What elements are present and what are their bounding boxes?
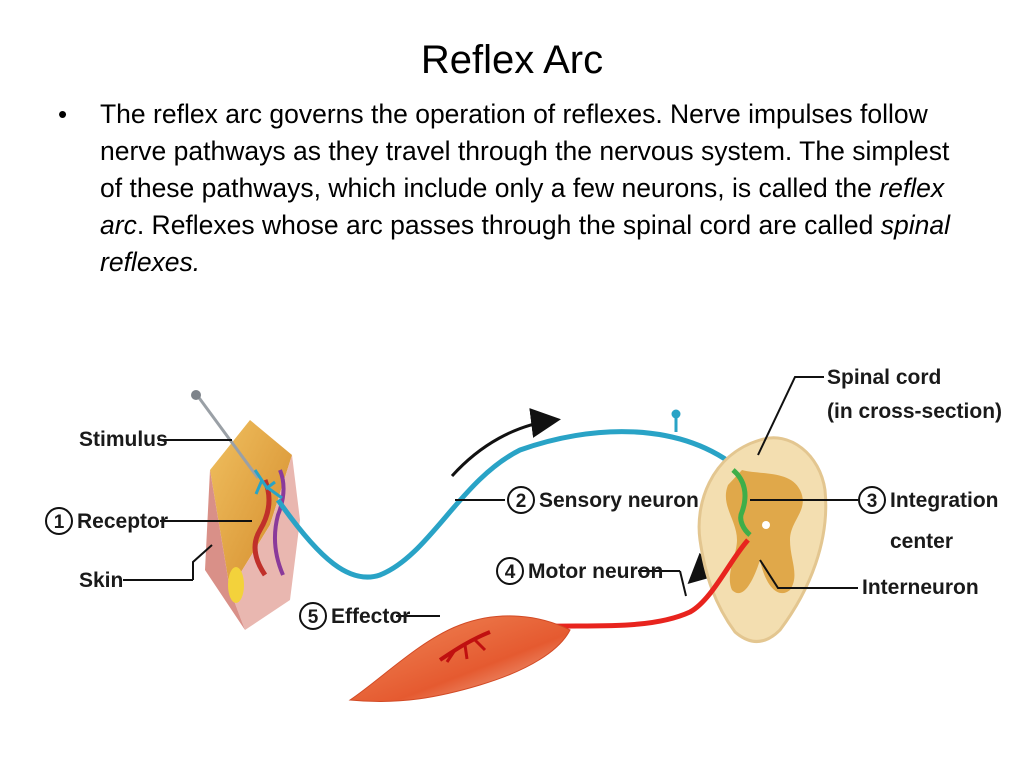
badge-number-effector: 5 [308, 607, 319, 628]
bullet-marker: • [58, 99, 68, 129]
muscle-belly [348, 615, 571, 702]
label-effector: Effector [331, 605, 410, 628]
label-receptor: Receptor [77, 510, 168, 533]
spinal-cord-cross-section [697, 436, 828, 643]
pin-stimulus [191, 390, 260, 479]
interneuron-path [731, 468, 752, 537]
badge-sensory-neuron [507, 486, 535, 514]
label-integration: Integration [890, 489, 999, 512]
badge-number-sensory-neuron: 2 [516, 491, 527, 512]
label-motor-neuron: Motor neuron [528, 560, 663, 583]
motor-nerve-branches [445, 638, 487, 663]
reflex-arc-diagram: Stimulus 1 Receptor Skin 2 Sensory neuro… [45, 366, 1002, 702]
term-spinal-reflexes: spinal reflexes. [100, 210, 950, 277]
badge-number-motor-neuron: 4 [505, 562, 516, 583]
effector-muscle [348, 615, 571, 702]
badge-effector [299, 602, 327, 630]
pin-head [191, 390, 201, 400]
central-canal [762, 521, 770, 529]
bullet-text: The reflex arc governs the operation of … [100, 96, 950, 281]
sensory-cell-body [671, 409, 681, 419]
skin-vein [272, 469, 286, 576]
label-stimulus: Stimulus [79, 428, 168, 451]
label-spinal-cord-cross-section: (in cross-section) [827, 400, 1002, 423]
label-interneuron: Interneuron [862, 576, 979, 599]
pin-shaft [195, 394, 260, 479]
term-reflex-arc: reflex arc [100, 173, 945, 240]
label-skin: Skin [79, 569, 123, 592]
badge-number-integration-center: 3 [867, 491, 878, 512]
bullet-text-part-1: The reflex arc governs the operation of … [100, 99, 950, 203]
skin-block [205, 420, 300, 630]
sensory-direction-arrow [450, 408, 561, 478]
skin-fat-cell [228, 567, 244, 603]
label-sensory-neuron: Sensory neuron [539, 489, 699, 512]
badge-receptor [45, 507, 73, 535]
receptor-endings [253, 469, 283, 500]
label-integration-center: center [890, 530, 953, 553]
badge-motor-neuron [496, 557, 524, 585]
sensory-neuron-path [275, 429, 742, 580]
label-lines [123, 376, 858, 617]
skin-blood-vessel [252, 479, 272, 577]
badge-integration-center [858, 486, 886, 514]
slide-title: Reflex Arc [420, 38, 604, 82]
bullet-text-part-2: . Reflexes whose arc passes through the … [136, 210, 881, 240]
skin-surface [210, 420, 292, 590]
motor-nerve-endings [438, 630, 491, 662]
badge-number-receptor: 1 [54, 512, 65, 533]
label-spinal-cord: Spinal cord [827, 366, 941, 389]
skin-front-face [205, 470, 245, 630]
